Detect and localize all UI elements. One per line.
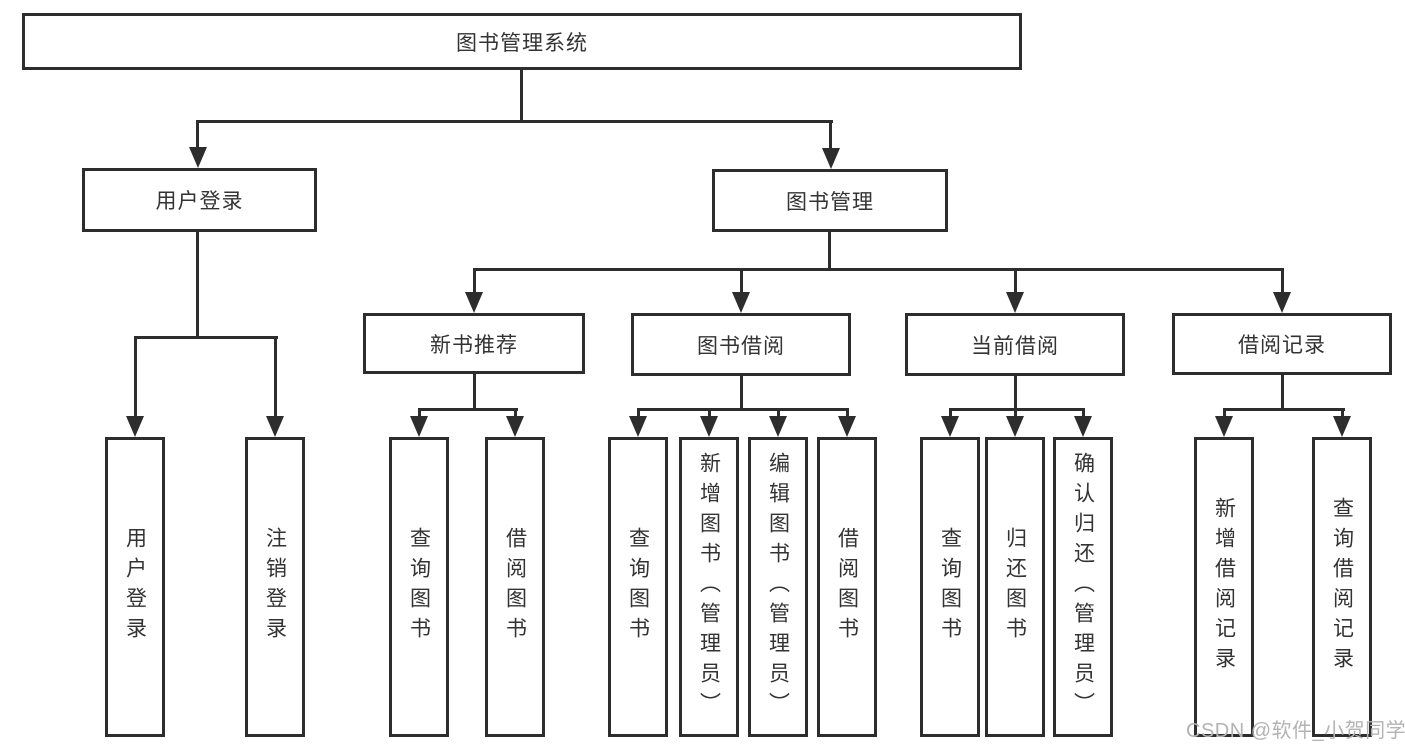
connector-line — [1014, 408, 1017, 418]
node-book-borrow: 图书借阅 — [631, 313, 851, 376]
arrowhead — [1006, 292, 1024, 313]
arrowhead-to-book-mgmt — [822, 148, 840, 169]
connector-line — [846, 408, 849, 418]
leaf-user-login: 用户登录 — [105, 437, 165, 737]
leaf-label: 确认归还（管理员） — [1071, 452, 1095, 722]
connector-line — [134, 336, 278, 339]
connector-line — [1281, 375, 1284, 411]
connector-line — [1223, 408, 1345, 411]
leaf-label: 查询借阅记录 — [1330, 497, 1354, 677]
node-current-borrow-label: 当前借阅 — [971, 334, 1059, 358]
connector-line — [473, 374, 476, 411]
arrowhead — [700, 416, 718, 437]
node-root: 图书管理系统 — [22, 13, 1022, 70]
arrowhead — [1333, 416, 1351, 437]
node-borrow-records: 借阅记录 — [1172, 313, 1392, 375]
leaf-label: 归还图书 — [1003, 527, 1027, 647]
connector-line — [1341, 408, 1344, 418]
connector-line — [418, 408, 421, 418]
leaf-label: 新增图书（管理员） — [697, 452, 721, 722]
arrowhead — [266, 416, 284, 437]
arrowhead — [838, 416, 856, 437]
node-borrow-records-label: 借阅记录 — [1238, 334, 1326, 357]
leaf-label: 查询图书 — [626, 527, 650, 647]
connector-line — [196, 120, 833, 123]
arrowhead — [732, 292, 750, 313]
arrowhead — [769, 416, 787, 437]
arrowhead — [465, 292, 483, 313]
connector-line — [134, 336, 137, 416]
leaf-bb-add-books: 新增图书（管理员） — [679, 437, 739, 737]
arrowhead — [629, 416, 647, 437]
leaf-br-add-record: 新增借阅记录 — [1194, 437, 1254, 737]
node-current-borrow: 当前借阅 — [905, 313, 1125, 376]
leaf-cb-return-books: 归还图书 — [985, 437, 1045, 737]
leaf-label: 注销登录 — [263, 527, 287, 647]
connector-line — [1014, 376, 1017, 411]
leaf-label: 借阅图书 — [503, 527, 527, 647]
connector-line — [777, 408, 780, 418]
connector-line — [1014, 268, 1017, 293]
leaf-label: 查询图书 — [407, 527, 431, 647]
connector-line — [196, 120, 199, 148]
node-book-borrow-label: 图书借阅 — [697, 334, 785, 358]
connector-line — [473, 268, 476, 293]
arrowhead — [126, 416, 144, 437]
node-user-login-label: 用户登录 — [155, 190, 244, 213]
arrowhead — [506, 416, 524, 437]
node-book-mgmt: 图书管理 — [712, 169, 948, 232]
connector-line — [274, 336, 277, 416]
leaf-label: 借阅图书 — [835, 527, 859, 647]
connector-line — [708, 408, 711, 418]
leaf-label: 用户登录 — [123, 527, 147, 647]
leaf-br-query-record: 查询借阅记录 — [1312, 437, 1372, 737]
connector-line — [949, 408, 1085, 411]
arrowhead — [1006, 416, 1024, 437]
arrowhead — [410, 416, 428, 437]
node-root-label: 图书管理系统 — [456, 31, 588, 55]
connector-line — [829, 120, 832, 149]
leaf-label: 编辑图书（管理员） — [766, 452, 790, 722]
leaf-bb-query-books: 查询图书 — [608, 437, 668, 737]
connector-line — [740, 376, 743, 411]
leaf-rec-query-books: 查询图书 — [389, 437, 449, 737]
connector-line — [949, 408, 952, 418]
leaf-logout: 注销登录 — [245, 437, 305, 737]
leaf-label: 新增借阅记录 — [1212, 497, 1236, 677]
connector-line — [637, 408, 849, 411]
connector-line — [418, 408, 518, 411]
connector-line — [637, 408, 640, 418]
connector-line — [520, 70, 523, 123]
connector-line — [1223, 408, 1226, 418]
arrowhead-to-user-login — [189, 147, 207, 168]
leaf-rec-borrow-books: 借阅图书 — [485, 437, 545, 737]
arrowhead — [1074, 416, 1092, 437]
node-book-mgmt-label: 图书管理 — [786, 190, 874, 214]
connector-line — [740, 268, 743, 293]
arrowhead — [1273, 292, 1291, 313]
leaf-cb-query-books: 查询图书 — [920, 437, 980, 737]
connector-line — [1281, 268, 1284, 293]
node-new-book-rec-label: 新书推荐 — [430, 333, 518, 357]
node-user-login: 用户登录 — [82, 168, 317, 232]
leaf-bb-edit-books: 编辑图书（管理员） — [748, 437, 808, 737]
leaf-cb-confirm-return: 确认归还（管理员） — [1053, 437, 1113, 737]
leaf-bb-borrow-books: 借阅图书 — [817, 437, 877, 737]
leaf-label: 查询图书 — [938, 527, 962, 647]
connector-line — [196, 232, 199, 339]
connector-line — [514, 408, 517, 418]
arrowhead — [1215, 416, 1233, 437]
arrowhead — [941, 416, 959, 437]
node-new-book-rec: 新书推荐 — [363, 313, 585, 374]
connector-line — [1082, 408, 1085, 418]
connector-line — [828, 232, 831, 271]
csdn-watermark: CSDN @软件_小贺同学 — [1186, 720, 1405, 742]
connector-line — [473, 268, 1284, 271]
